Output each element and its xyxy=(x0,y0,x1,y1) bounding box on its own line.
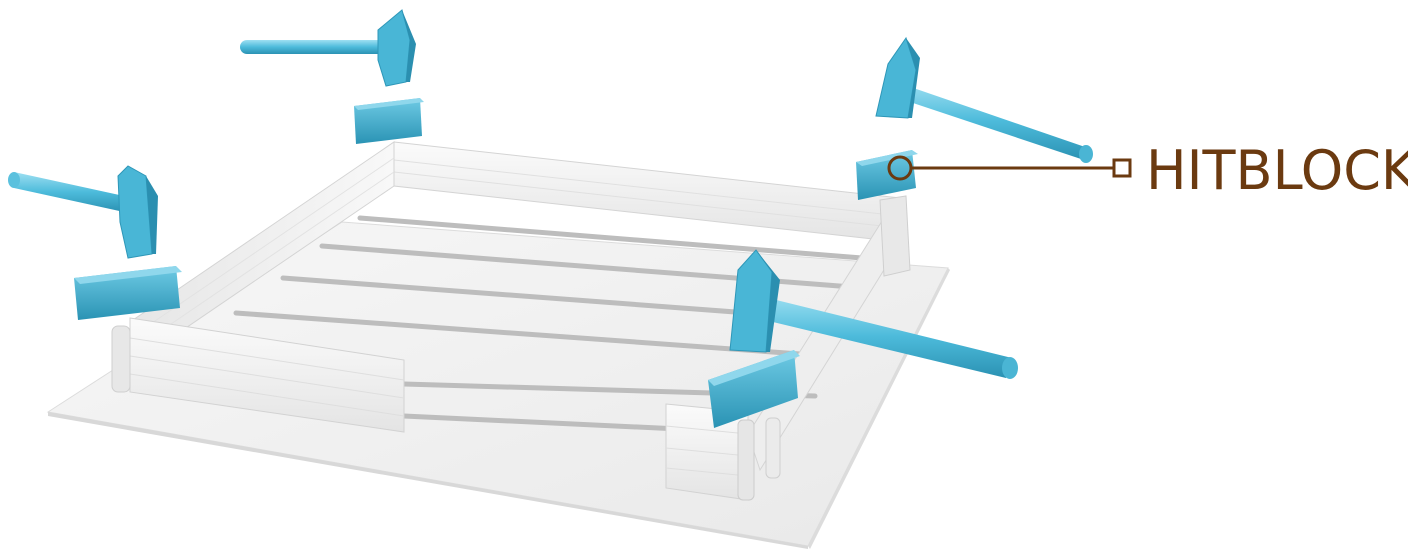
hammer-top-right xyxy=(876,38,1093,163)
callout-endpoint-square xyxy=(1114,160,1130,176)
callout-leader xyxy=(889,157,1130,179)
callout-label-hitblock: HITBLOCK xyxy=(1146,136,1408,206)
hammer-left xyxy=(8,166,158,258)
hammer-top xyxy=(240,10,416,86)
hitblock-top xyxy=(354,98,424,144)
